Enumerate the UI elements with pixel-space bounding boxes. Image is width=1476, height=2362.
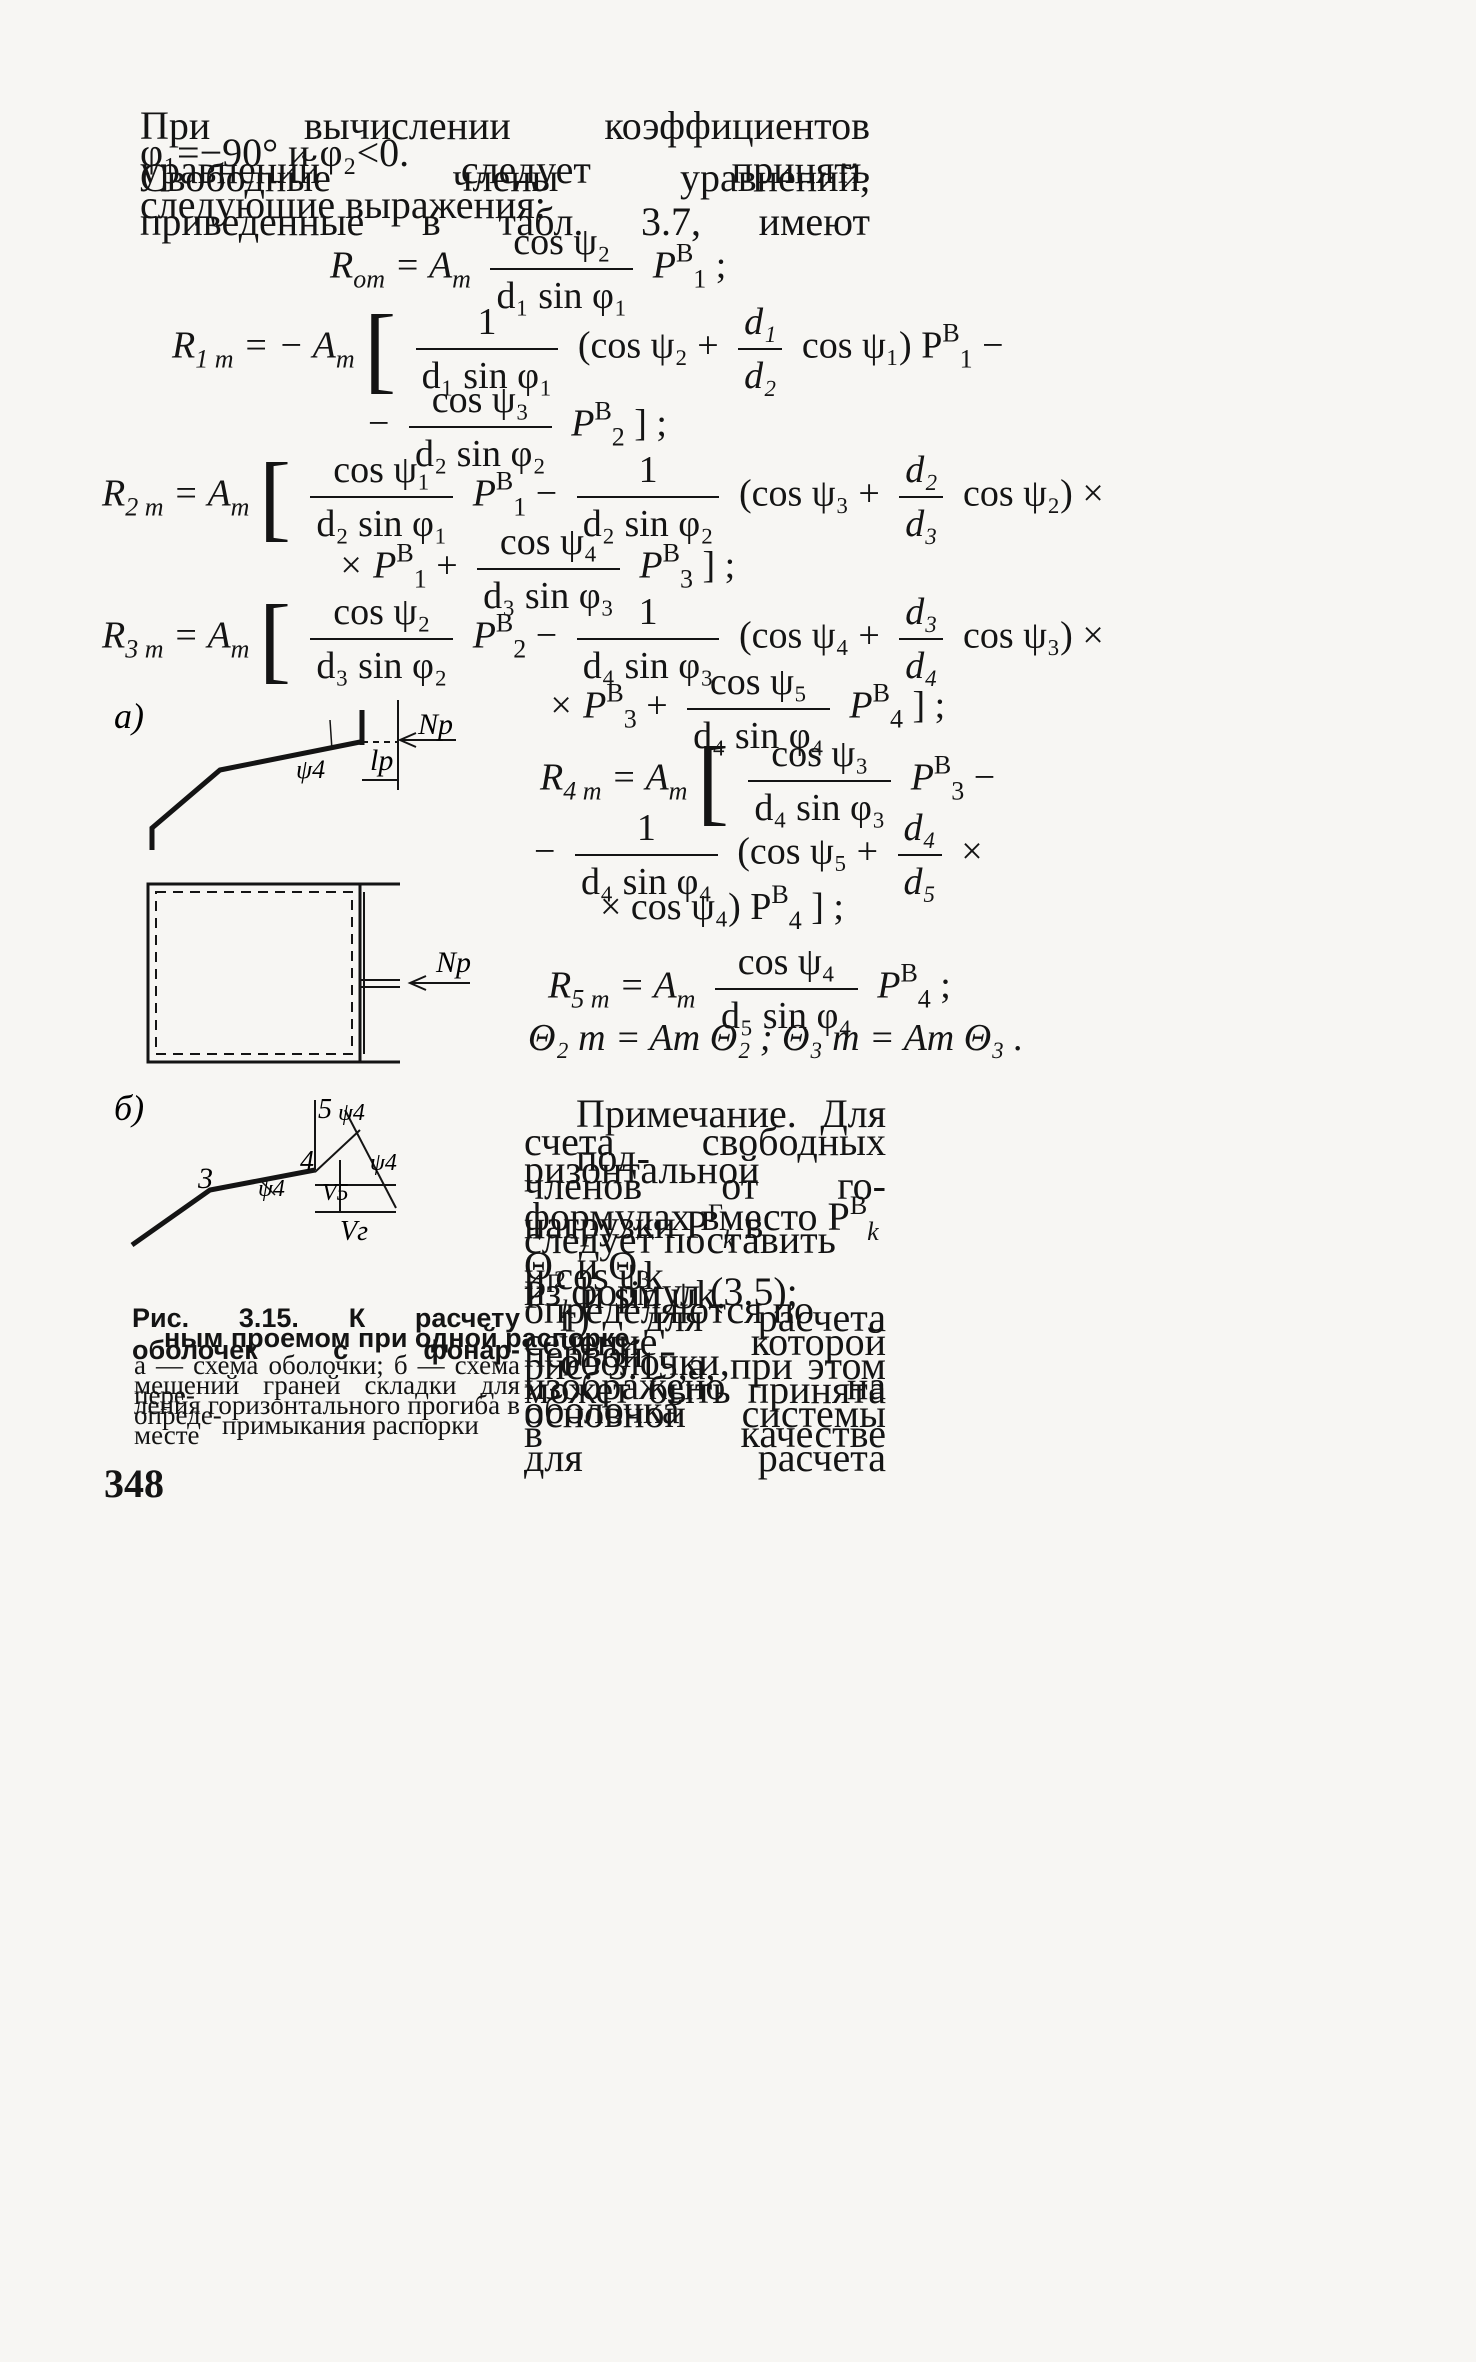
psi4-label-a: ψ4 (296, 755, 325, 784)
intro-line-4: следующие выражения: (140, 182, 546, 227)
fold-face-3 (130, 1167, 316, 1248)
frame-outer (146, 882, 362, 1064)
figure-caption-title-1: Рис. 3.15. К расчету оболочек с фонар- (132, 1303, 520, 1365)
v5-label: V5 (322, 1180, 349, 1206)
fold-label-5: 5 (318, 1094, 332, 1125)
note-line-8: г) для расчета оболочки, (560, 1295, 886, 1384)
lp-label: lp (370, 744, 393, 777)
fold-label-3: 3 (197, 1162, 213, 1195)
frame-inner-dashed (155, 891, 353, 1055)
vg-label: Vг (340, 1216, 368, 1247)
fold-label-4: 4 (300, 1146, 314, 1177)
note-line-11: может быть принята в качестве (524, 1367, 886, 1456)
intro-line-3: Свободные члены уравнений, приведенные в… (140, 155, 870, 244)
note-line-1: Примечание. Для под- (576, 1091, 886, 1180)
psi4-label-left: ψ4 (258, 1176, 285, 1202)
figure-label-b: б) (114, 1088, 144, 1128)
note-line-9: сечение которой изображено на (524, 1319, 886, 1408)
psi4-label-right: ψ4 (370, 1150, 397, 1176)
intro-line-1: При вычислении коэффициентов уравнений с… (140, 103, 870, 192)
page-number: 348 (104, 1461, 164, 1506)
note-line-2: счета свободных членов от го- (524, 1119, 886, 1208)
figure-caption-desc-2: мещений граней складки для опреде- (134, 1370, 520, 1430)
psi4-label-top: ψ4 (338, 1100, 365, 1126)
note-line-12: основной системы для расчета (524, 1391, 886, 1480)
note-line-7: из формул (3.5); (524, 1269, 798, 1314)
shell-profile (149, 739, 362, 850)
np-label-top: Np (417, 708, 453, 741)
formula-r4-line-3: × cos ψ₄) PВ4 ] ; (600, 880, 844, 935)
figure-caption-desc-3: ления горизонтального прогиба в месте (134, 1390, 520, 1450)
figure-caption-title-2: ным проемом при одной распорке (164, 1323, 630, 1353)
note-line-6: Θ₂ и Θ₃ определяются по первой (524, 1243, 814, 1376)
np-arrow-mid (407, 975, 470, 991)
figure-3-15: а) Np lp ψ4 Np б) 5 ψ4 4 ψ4 3 ψ4 V5 Vг (114, 696, 471, 1248)
figure-caption-desc-4: примыкания распорки (222, 1410, 479, 1440)
note-line-5: следует поставить PГk и sin ψk. (524, 1217, 836, 1325)
np-arrow-top (397, 732, 456, 748)
np-label-mid: Np (435, 946, 471, 979)
note-line-3: ризонтальной нагрузки PГk в (524, 1147, 764, 1255)
note-line-10: рис. 3.15,а, при этом оболочка (524, 1343, 886, 1432)
figure-caption-desc-1: а — схема оболочки; б — схема пере- (134, 1350, 520, 1410)
note-line-4: формулах вместо PВk и cos ψk (524, 1191, 879, 1298)
intro-line-2: φ₁=−90° и φ₂<0. (140, 130, 410, 175)
figure-label-a: а) (114, 696, 144, 736)
formula-theta: Θ₂ m = Am Θ₂ ; Θ₃ m = Am Θ₃ . (528, 1017, 1024, 1059)
